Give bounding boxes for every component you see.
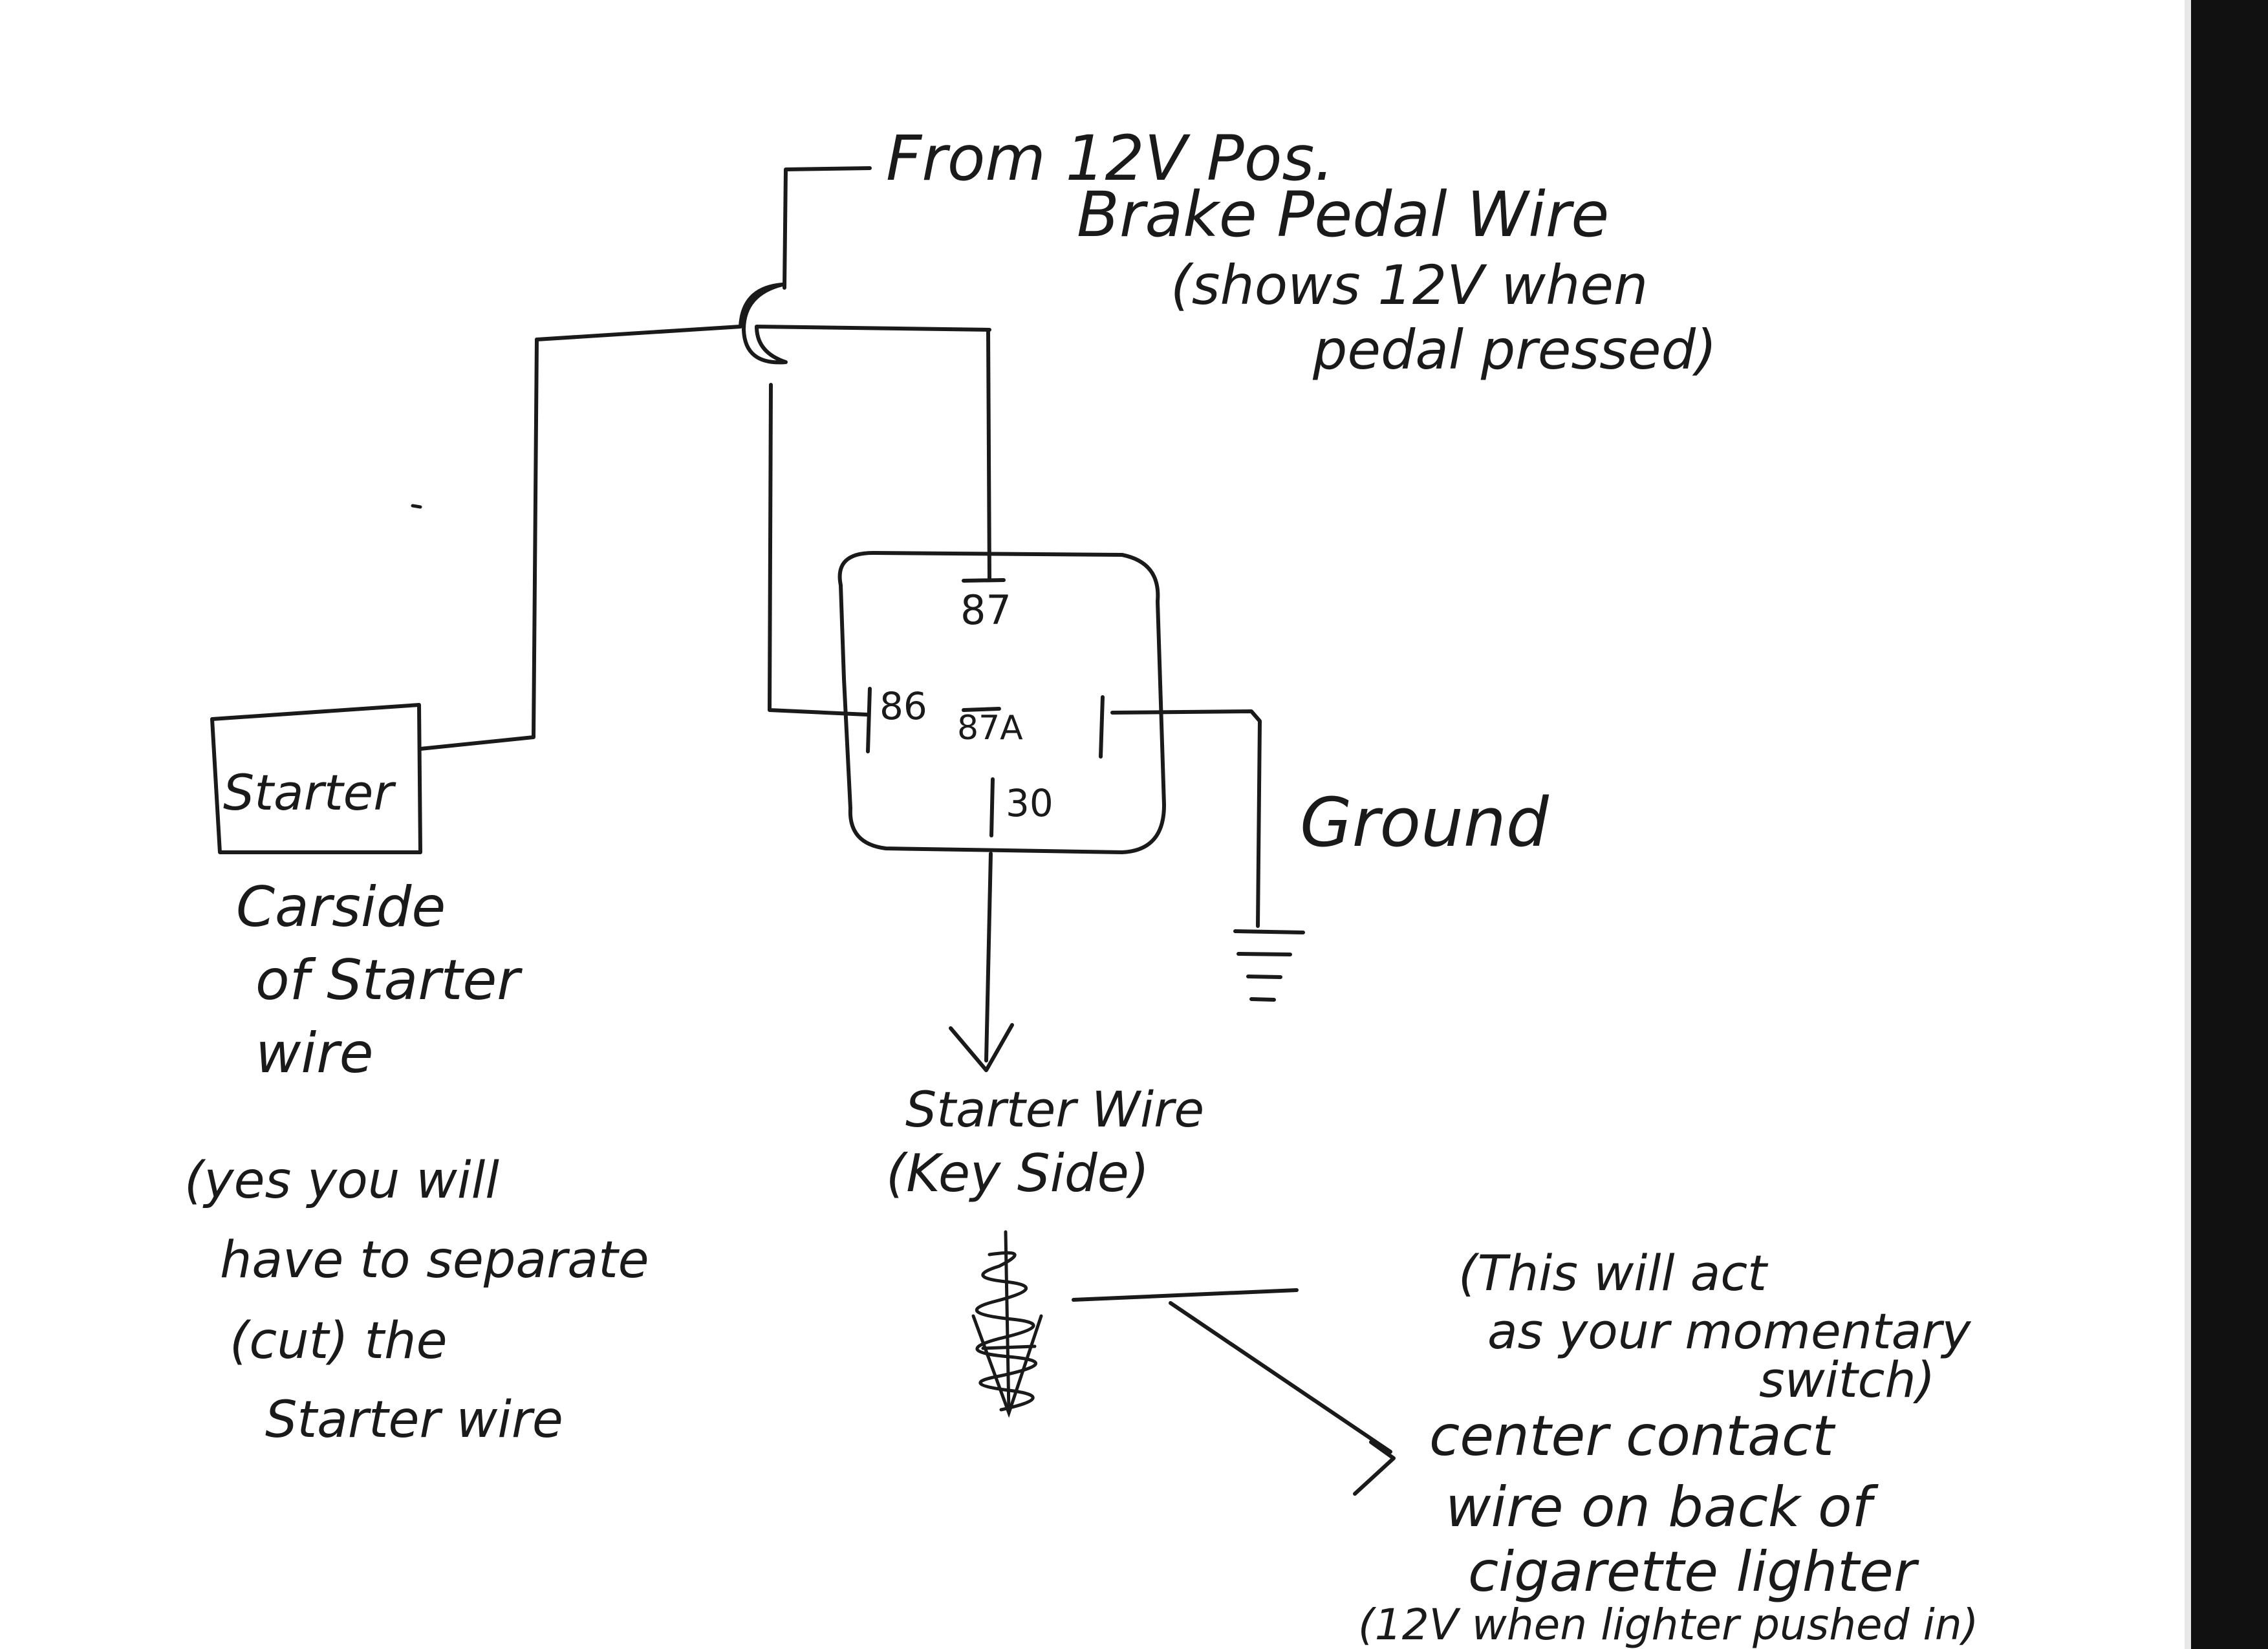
pin30-output-wire [984,852,993,1062]
pin87a-stub [962,707,1001,712]
pin-87-label: 87 [960,587,1011,634]
starter-wire-label: Starter Wire (Key Side) [886,1081,1204,1203]
lighter-line4: (12V when lighter pushed in) [1358,1600,1978,1649]
cut-wire-note: (yes you will have to separate (cut) the… [184,1152,649,1449]
relay-box [837,551,1166,854]
starter-box [210,703,422,854]
output-arrow-head [949,1023,1014,1072]
relay-pin-labels: 87 86 87A 30 [880,587,1053,825]
momentary-switch-note: (This will act as your momentary switch) [1458,1244,1971,1408]
lighter-coil-icon [971,1230,1043,1418]
top-bus-wire [535,283,991,365]
source-line1: From 12V Pos. [886,122,1334,195]
lighter-tap-wire [1072,1288,1299,1302]
starter-box-label: Starter [223,764,396,821]
scan-speck [411,504,422,509]
starter-caption: Carside of Starter wire [236,875,523,1086]
source-line2: Brake Pedal Wire [1077,178,1609,251]
note-switch-line1: (This will act [1458,1244,1769,1302]
pin86-feed-wire [768,383,869,717]
ground-symbol-bar1 [1233,929,1305,934]
starter-caption-line3: wire [255,1021,374,1086]
lighter-pointer-bracket [1353,1440,1396,1496]
lighter-wire-label: center contact wire on back of cigarette… [1358,1404,1978,1649]
ground-symbol-bar3 [1246,975,1282,979]
brake-feed-wire [783,166,872,290]
note-cut-line3: (cut) the [230,1312,448,1370]
ground-wire [1110,709,1262,928]
starter-caption-line2: of Starter [255,948,523,1013]
pin86-stub [866,687,872,753]
note-cut-line2: have to separate [220,1231,649,1289]
brake-source-label: From 12V Pos. Brake Pedal Wire (shows 12… [886,122,1717,382]
starter-wire-line1: Starter Wire [905,1081,1204,1138]
starter-wire-line2: (Key Side) [886,1143,1149,1203]
ground-label: Ground [1300,783,1550,862]
note-cut-line4: Starter wire [265,1391,563,1449]
lighter-line2: wire on back of [1445,1475,1879,1540]
pin-87a-label: 87A [957,709,1023,748]
pin85-stub [1099,695,1105,759]
note-cut-line1: (yes you will [184,1152,499,1210]
scan-edge-inner [2185,0,2191,1649]
lighter-line1: center contact [1429,1404,1836,1469]
starter-feed-wire [418,338,539,751]
pin-86-label: 86 [880,684,927,728]
source-line4: pedal pressed) [1312,318,1717,382]
ground-symbol-bar4 [1249,997,1276,1002]
lighter-pointer-line [1169,1301,1392,1454]
scan-edge [2189,0,2268,1649]
pin-30-label: 30 [1006,781,1053,825]
pin87-stub [962,578,1006,583]
pin87-feed-wire [986,328,991,581]
starter-caption-line1: Carside [236,875,446,940]
lighter-line3: cigarette lighter [1468,1540,1919,1604]
note-switch-line2: as your momentary [1487,1302,1971,1360]
pin30-stub [989,777,995,837]
source-line3: (shows 12V when [1171,253,1648,317]
note-switch-line3: switch) [1759,1351,1935,1408]
